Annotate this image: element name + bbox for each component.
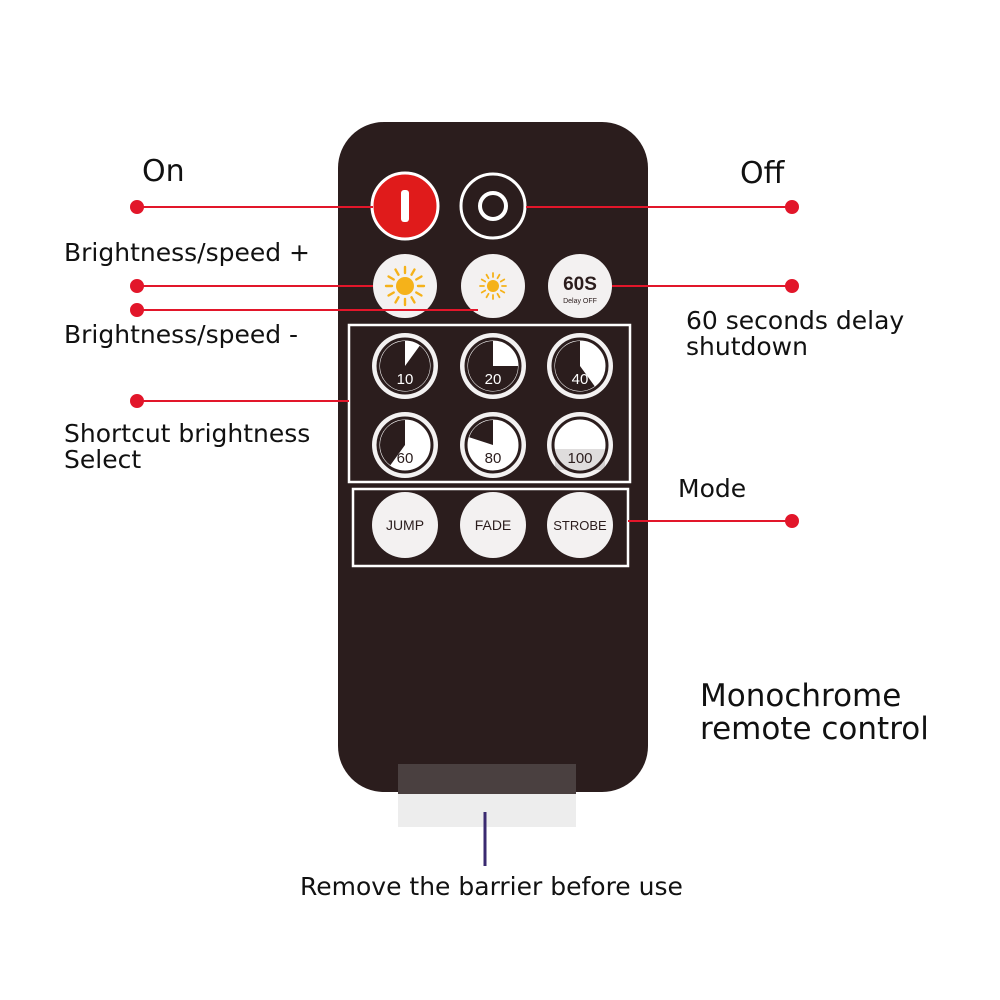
brightness-value-label: 80 [485,450,502,467]
level-fill [468,341,518,391]
brightness-group-frame [347,323,632,484]
jump-mode-button[interactable]: JUMP [372,492,438,558]
delay-label: 60 seconds delay shutdown [686,306,905,362]
mode-button-label: STROBE [553,518,607,533]
callout-bright-down-dot [130,303,144,317]
mode-button-label: FADE [475,517,512,533]
brightness-value-label: 100 [567,450,592,467]
brightness-up-button[interactable] [373,254,437,318]
shortcut-label-line1: Shortcut brightness [64,419,311,448]
product-label-line1: Monochrome [700,678,902,714]
delay-label-line1: 60 seconds delay [686,306,905,335]
level-fill [555,341,595,391]
callout-delay-dot [785,279,799,293]
shortcut-label: Shortcut brightness Select [64,419,311,475]
level-fill [469,419,493,445]
brightness-value-label: 20 [485,371,502,388]
strobe-mode-button[interactable]: STROBE [547,492,613,558]
delay-sub-label: Delay OFF [563,298,597,305]
power-on-symbol [401,190,409,222]
callouts [130,200,799,528]
brightness-down-label: Brightness/speed - [64,320,299,349]
barrier-label: Remove the barrier before use [300,872,683,901]
delay-main-label: 60S [563,274,597,295]
brightness-60-button[interactable]: 60 [372,412,438,478]
brightness-10-button[interactable]: 10 [372,333,438,399]
power-on-button[interactable] [370,171,440,241]
brightness-80-button[interactable]: 80 [460,412,526,478]
shortcut-label-line2: Select [64,445,142,475]
brightness-40-button[interactable]: 40 [547,333,613,399]
callout-on-dot [130,200,144,214]
callout-shortcut-dot [130,394,144,408]
delay-off-button[interactable]: 60S Delay OFF [548,254,612,318]
sun-large-icon [384,265,426,307]
power-off-icon [478,191,508,221]
mode-label: Mode [678,474,747,503]
callout-off-dot [785,200,799,214]
brightness-down-button[interactable] [461,254,525,318]
fade-mode-button[interactable]: FADE [460,492,526,558]
brightness-20-button[interactable]: 20 [460,333,526,399]
brightness-value-label: 10 [397,371,414,388]
callout-mode-dot [785,514,799,528]
brightness-value-label: 40 [572,371,589,388]
power-off-button[interactable] [459,172,527,240]
brightness-100-button[interactable]: 100 [547,412,613,478]
brightness-up-label: Brightness/speed + [64,238,311,267]
product-label: Monochrome remote control [700,680,929,745]
mode-group-frame [351,487,630,568]
off-label: Off [740,156,785,191]
level-fill [555,420,605,470]
mode-button-label: JUMP [386,517,424,533]
brightness-value-label: 60 [397,450,414,467]
delay-label-line2: shutdown [686,332,808,362]
callout-bright-up-dot [130,279,144,293]
level-fill [380,341,431,391]
level-fill [380,419,405,466]
barrier-tab [398,764,576,794]
sun-small-icon [479,272,507,300]
on-label: On [142,154,185,189]
product-label-line2: remote control [700,710,929,747]
